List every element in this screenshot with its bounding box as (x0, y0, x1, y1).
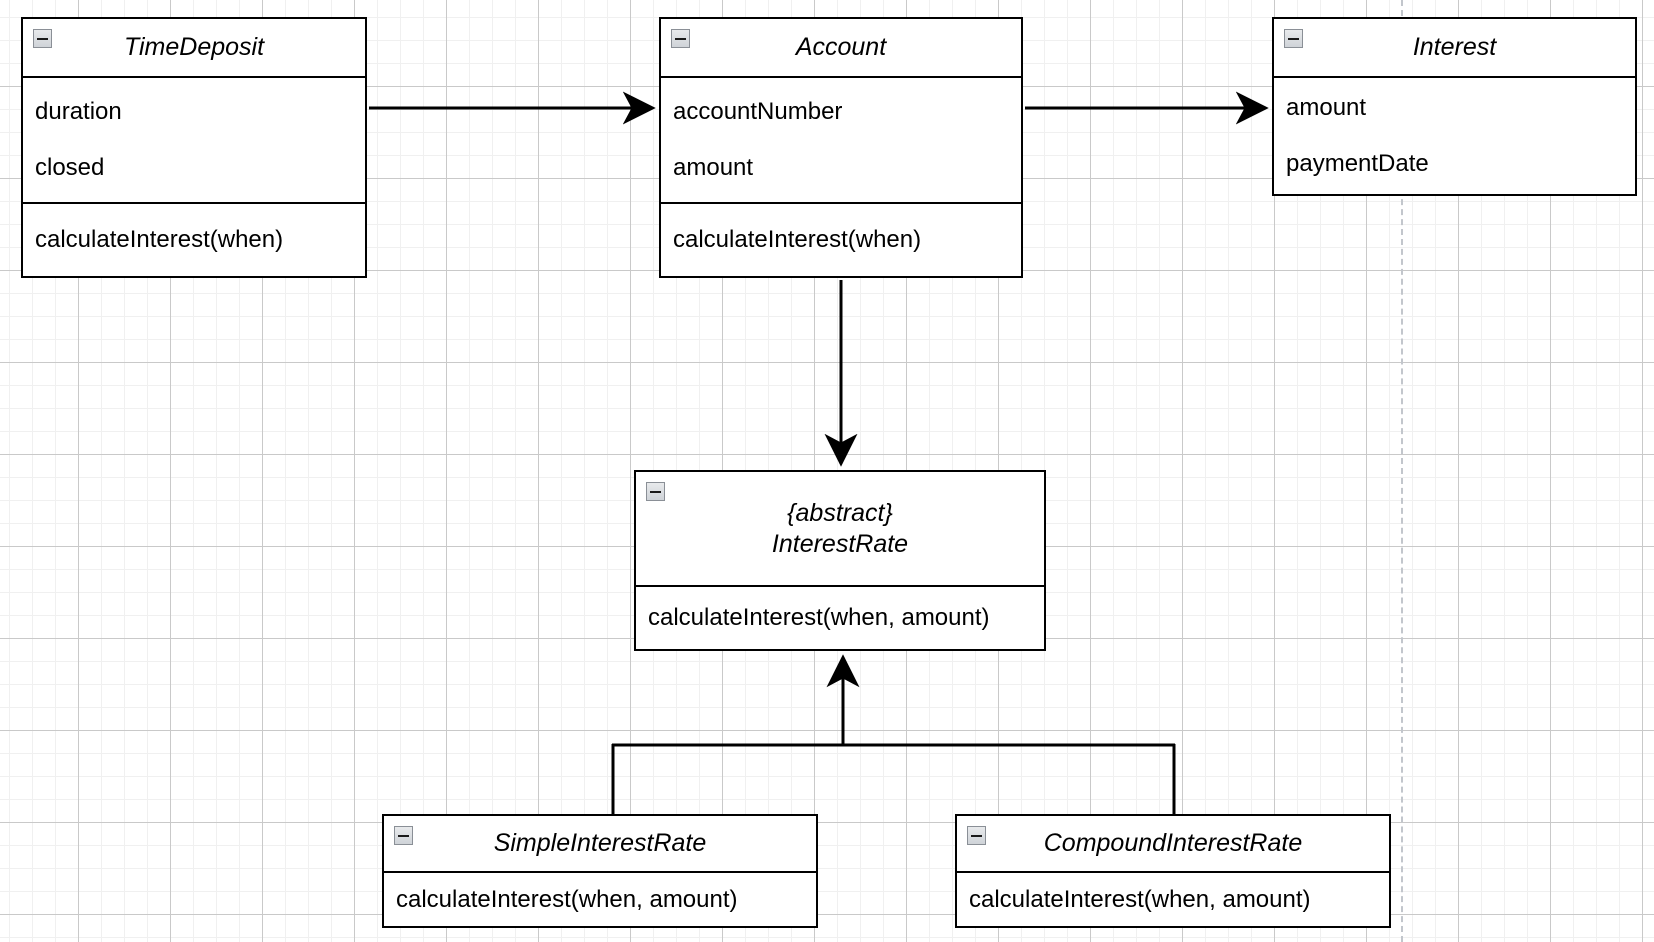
compartment-divider (636, 585, 1044, 587)
attribute-row: duration (35, 98, 122, 125)
minus-icon[interactable] (646, 482, 665, 501)
edge-subclasses-to-interestrate[interactable] (611, 654, 1176, 816)
operations-compartment-interest-rate: calculateInterest(when, amount) (636, 587, 1044, 649)
class-title-account: Account (795, 33, 887, 61)
minus-icon[interactable] (1284, 29, 1303, 48)
class-box-compound-interest-rate[interactable]: CompoundInterestRate calculateInterest(w… (955, 814, 1391, 928)
operation-row: calculateInterest(when) (673, 226, 922, 253)
attribute-row: amount (673, 154, 754, 181)
attribute-row: amount (1286, 94, 1367, 121)
compartment-divider (1274, 76, 1635, 78)
attribute-row: accountNumber (673, 98, 843, 125)
attribute-row: paymentDate (1286, 150, 1429, 177)
operations-compartment-account: calculateInterest(when) (661, 204, 1021, 276)
minus-icon[interactable] (967, 826, 986, 845)
operations-compartment-time-deposit: calculateInterest(when) (23, 204, 365, 276)
minus-icon[interactable] (671, 29, 690, 48)
attributes-compartment-interest: amount paymentDate (1274, 78, 1635, 194)
operations-compartment-simple-interest-rate: calculateInterest(when, amount) (384, 873, 816, 926)
class-header-simple-interest-rate: SimpleInterestRate (384, 816, 816, 871)
class-header-compound-interest-rate: CompoundInterestRate (957, 816, 1389, 871)
class-header-account: Account (661, 19, 1021, 76)
compartment-divider (384, 871, 816, 873)
operation-row: calculateInterest(when, amount) (969, 885, 1311, 913)
class-title-interest-rate: {abstract} InterestRate (771, 498, 909, 558)
operations-compartment-compound-interest-rate: calculateInterest(when, amount) (957, 873, 1389, 926)
class-title-interest: Interest (1412, 33, 1497, 61)
compartment-divider (661, 76, 1021, 78)
attributes-compartment-time-deposit: duration closed (23, 78, 365, 202)
class-box-account[interactable]: Account accountNumber amount calculateIn… (659, 17, 1023, 278)
compartment-divider (23, 76, 365, 78)
compartment-divider (23, 202, 365, 204)
operation-row: calculateInterest(when, amount) (648, 604, 990, 631)
class-box-interest-rate[interactable]: {abstract} InterestRate calculateInteres… (634, 470, 1046, 651)
class-header-time-deposit: TimeDeposit (23, 19, 365, 76)
class-box-interest[interactable]: Interest amount paymentDate (1272, 17, 1637, 196)
class-header-interest: Interest (1274, 19, 1635, 76)
attributes-compartment-account: accountNumber amount (661, 78, 1021, 202)
class-box-time-deposit[interactable]: TimeDeposit duration closed calculateInt… (21, 17, 367, 278)
class-title-simple-interest-rate: SimpleInterestRate (493, 829, 707, 857)
operation-row: calculateInterest(when) (35, 226, 284, 253)
minus-icon[interactable] (394, 826, 413, 845)
attribute-row: closed (35, 154, 105, 181)
compartment-divider (661, 202, 1021, 204)
class-title-compound-interest-rate: CompoundInterestRate (1043, 829, 1303, 857)
compartment-divider (957, 871, 1389, 873)
class-header-interest-rate: {abstract} InterestRate (636, 472, 1044, 585)
minus-icon[interactable] (33, 29, 52, 48)
operation-row: calculateInterest(when, amount) (396, 885, 738, 913)
class-box-simple-interest-rate[interactable]: SimpleInterestRate calculateInterest(whe… (382, 814, 818, 928)
class-title-time-deposit: TimeDeposit (123, 33, 265, 61)
page-break-guide (1401, 0, 1403, 942)
